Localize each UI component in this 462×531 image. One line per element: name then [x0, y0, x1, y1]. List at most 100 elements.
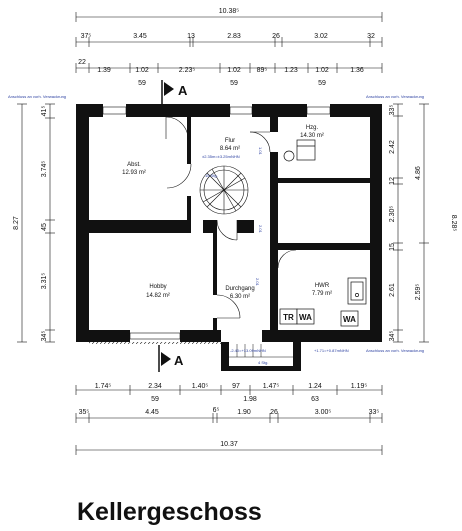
dim-label: 1.19⁵: [351, 383, 368, 390]
right-dimension-chain: [393, 103, 429, 343]
room-name: HWR: [315, 283, 330, 289]
dim-label: 2.23⁵: [179, 67, 196, 74]
dim-label: 37⁵: [81, 33, 92, 40]
dim-label: 59: [230, 80, 238, 87]
left-overall-dim: 8.27: [13, 216, 20, 230]
room-name: Hzg.: [306, 125, 319, 131]
left-dim-labels: 41⁵ 3.74⁵ 45 3.31⁵ 34⁵: [41, 106, 48, 342]
room-area: 14.82 m²: [146, 293, 170, 299]
boiler-icon: [283, 139, 316, 162]
top-row2-labels: 22 1.39 1.02 2.23⁵ 1.02 89⁵ 1.23 1.02 1.…: [78, 59, 364, 87]
dim-label: 13: [187, 33, 195, 40]
room-area: 12.93 m²: [122, 170, 146, 176]
stair-steps: 15 Stg.: [205, 173, 218, 178]
section-marker-bottom: A: [158, 345, 184, 372]
washer-label-2: WA: [343, 315, 356, 324]
outdoor-strip: [89, 342, 221, 344]
level-note-right: +1.71=+0.87mNHN: [314, 348, 349, 353]
dim-label: 1.90: [237, 409, 251, 416]
dim-label: 34⁵: [41, 331, 48, 342]
dim-label: 26: [272, 33, 280, 40]
dim-label: 2.34: [148, 383, 162, 390]
dim-label: 1.39: [97, 67, 111, 74]
bottom-dimension-chain: [75, 385, 383, 455]
bottom-row2-labels: 35⁵ 4.45 6⁵ 1.90 26 3.00⁵ 33⁵: [79, 407, 380, 416]
dim-label: 97: [232, 383, 240, 390]
connection-note-right: Anschluss an vorh. Verwackrung: [366, 94, 424, 99]
dim-label: 2.61: [389, 283, 396, 297]
wall-label: 1.01: [258, 147, 263, 156]
spiral-staircase: [199, 165, 249, 215]
wall-label: 2.01: [255, 278, 260, 287]
left-dimension-chain: [17, 103, 55, 343]
dim-label: 1.40⁵: [192, 383, 209, 390]
dim-label: 6⁵: [213, 407, 220, 414]
dim-label: 32: [367, 33, 375, 40]
dim-label: 33⁵: [389, 105, 396, 116]
dim-label: 1.36: [350, 67, 364, 74]
doors: [165, 116, 297, 319]
dim-label: 2.59⁵: [415, 284, 422, 301]
dim-label: 59: [318, 80, 326, 87]
exterior-walls: [76, 104, 382, 342]
room-area: 14.30 m²: [300, 133, 324, 139]
dim-label: 3.02: [314, 33, 328, 40]
dim-label: 4.86: [415, 166, 422, 180]
section-label: A: [174, 353, 184, 368]
room-name: Durchgang: [225, 286, 254, 292]
dim-label: 3.31⁵: [41, 273, 48, 290]
dim-label: 15: [389, 243, 396, 251]
room-labels: Abst. 12.93 m² Flur 8.64 m² Hzg. 14.30 m…: [122, 125, 332, 300]
dim-label: 2.83: [227, 33, 241, 40]
dim-label: 26: [270, 409, 278, 416]
dim-label: 1.02: [227, 67, 241, 74]
dim-label: 1.02: [315, 67, 329, 74]
dim-label: 59: [138, 80, 146, 87]
lower-stair-box: [221, 342, 301, 371]
dim-label: 1.74⁵: [95, 383, 112, 390]
top-overall-dim: 10.38⁵: [219, 8, 240, 15]
dim-label: 34⁵: [389, 331, 396, 342]
dim-label: 33⁵: [369, 409, 380, 416]
room-name: Flur: [225, 138, 235, 144]
sink-icon: [347, 277, 367, 305]
level-note-left: -2.40=+13.09mNHN: [230, 348, 266, 353]
room-name: Abst.: [127, 162, 141, 168]
connection-note-left: Anschluss an vorh. Verwackrung: [8, 94, 66, 99]
top-row1-labels: 37⁵ 3.45 13 2.83 26 3.02 32: [81, 33, 375, 40]
washer-label: WA: [299, 313, 312, 322]
dim-label: 1.02: [135, 67, 149, 74]
section-marker-top: A: [161, 80, 188, 104]
dim-label: 1.24: [308, 383, 322, 390]
dim-label: 89⁵: [257, 67, 268, 74]
interior-walls: [89, 117, 370, 342]
dim-label: 3.00⁵: [315, 409, 332, 416]
dim-label: 2.42: [389, 140, 396, 154]
washer-box-2: [340, 310, 359, 327]
dim-label: 2.30⁵: [389, 206, 396, 223]
dim-label: 1.98: [243, 396, 257, 403]
dim-label: 22: [78, 59, 86, 66]
top-dimension-chain: [75, 12, 383, 73]
dim-label: 4.45: [145, 409, 159, 416]
bottom-overall-dim: 10.37: [220, 441, 238, 448]
dim-label: 3.45: [133, 33, 147, 40]
room-area: 8.64 m²: [220, 146, 240, 152]
dim-label: 41⁵: [41, 106, 48, 117]
dim-label: 1.47⁵: [263, 383, 280, 390]
dim-label: 45: [41, 223, 48, 231]
right-overall-dim: 8.28⁵: [450, 215, 457, 232]
wall-label: 2.01: [258, 225, 263, 234]
room-name: Hobby: [149, 284, 166, 290]
dim-label: 3.74⁵: [41, 161, 48, 178]
bottom-row1-labels: 1.74⁵ 2.34 1.40⁵ 97 1.47⁵ 1.24 1.19⁵ 59 …: [95, 383, 368, 403]
dim-label: 63: [311, 396, 319, 403]
windows: [102, 106, 331, 340]
dim-label: 1.23: [284, 67, 298, 74]
room-area: 6.30 m²: [230, 294, 250, 300]
dryer-label: TR: [283, 313, 294, 322]
right-dim-labels: 33⁵ 2.42 12 2.30⁵ 15 2.61 34⁵ 4.86 2.59⁵: [389, 105, 422, 342]
dim-label: 59: [151, 396, 159, 403]
lower-stair-steps: 4 Stg.: [258, 360, 268, 365]
